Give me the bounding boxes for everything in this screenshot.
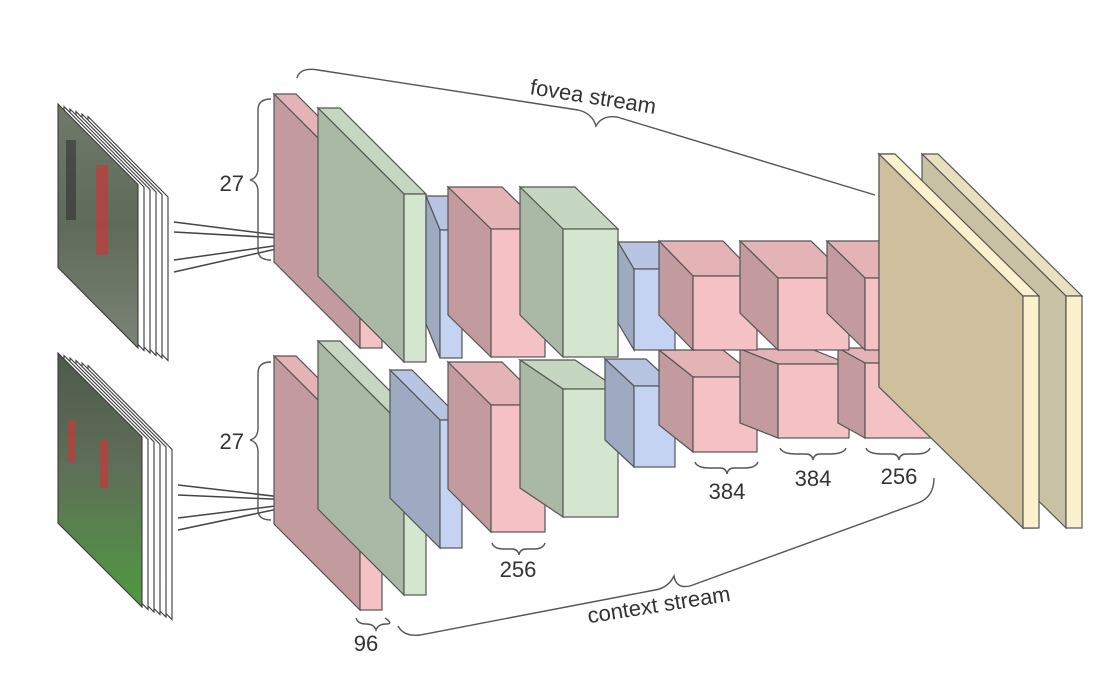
conv4-filter-count-label: 384 xyxy=(795,466,832,491)
input-images xyxy=(57,102,173,621)
fc1-front-edge xyxy=(1022,295,1040,529)
context-input-size-brace xyxy=(249,361,272,521)
player-figure xyxy=(66,140,76,220)
fovea-input-size-label: 27 xyxy=(220,171,244,196)
context-video-frames xyxy=(57,351,173,621)
fovea-stream-label: fovea stream xyxy=(528,74,658,119)
fovea-norm1-front-face xyxy=(403,193,427,363)
context-stream-label: context stream xyxy=(586,581,732,628)
context-conv4 xyxy=(739,348,850,439)
context-stream-brace xyxy=(397,477,935,636)
fc2-front-face xyxy=(1065,295,1083,529)
player-figure xyxy=(100,440,108,488)
conv5-filter-count-label: 256 xyxy=(881,464,918,489)
conv4-brace xyxy=(779,447,847,461)
context-input-size-label: 27 xyxy=(220,429,244,454)
conv2-filter-count-label: 256 xyxy=(500,557,537,582)
player-figure xyxy=(96,165,108,255)
conv3-brace xyxy=(694,461,759,475)
conv1-brace xyxy=(355,617,391,633)
conv5-brace xyxy=(865,447,931,461)
conv2-brace xyxy=(491,542,546,556)
fovea-norm2 xyxy=(518,185,620,359)
fovea-norm2-front-face xyxy=(562,228,619,358)
fovea-norm1 xyxy=(316,106,428,364)
fovea-video-frames xyxy=(57,102,169,362)
fovea-stream-brace xyxy=(296,68,876,196)
conv3-filter-count-label: 384 xyxy=(709,479,746,504)
braces xyxy=(249,68,935,636)
conv1-filter-count-label: 96 xyxy=(354,631,378,656)
layer-blocks xyxy=(272,92,1084,612)
fovea-input-size-brace xyxy=(249,98,272,261)
fc1-panel xyxy=(877,152,1041,530)
context-conv5-side-face xyxy=(837,346,866,440)
context-conv4-side-face xyxy=(739,348,779,439)
player-figure xyxy=(68,420,75,462)
context-norm2 xyxy=(518,358,620,519)
